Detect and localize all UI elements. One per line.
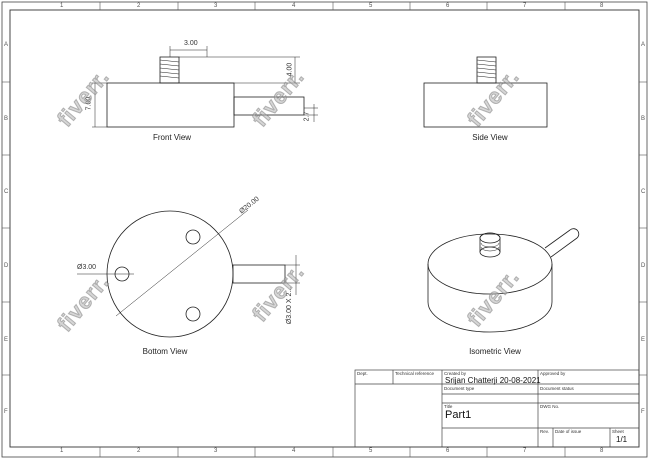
- zone-row-b-right: B: [641, 116, 646, 122]
- zone-col-8: 8: [600, 3, 604, 9]
- zone-row-c: C: [4, 189, 9, 195]
- tb-document-type-label: Document type: [444, 386, 475, 391]
- zone-row-e-right: E: [641, 337, 646, 343]
- zone-row-a-right: A: [641, 42, 646, 48]
- front-view-label: Front View: [152, 133, 192, 142]
- zone-col-3-bottom: 3: [214, 448, 218, 454]
- zone-col-7: 7: [523, 3, 527, 9]
- dim-bottom-hole: Ø3.00: [77, 264, 97, 271]
- zone-row-d-right: D: [641, 263, 646, 269]
- zone-row-e: E: [4, 337, 9, 343]
- bottom-view-label: Bottom View: [142, 347, 188, 356]
- zone-col-4: 4: [292, 3, 296, 9]
- zone-ticks: [2, 2, 647, 457]
- zone-col-5-bottom: 5: [369, 448, 373, 454]
- tb-dept-label: Dept.: [357, 371, 368, 376]
- tb-rev-label: Rev.: [540, 429, 549, 434]
- zone-col-2: 2: [137, 3, 141, 9]
- title-block-frame: [354, 369, 640, 448]
- tb-date-of-issue-label: Date of issue: [555, 429, 582, 434]
- front-view-geometry: [92, 46, 318, 128]
- inner-border: [9, 9, 640, 448]
- tb-created-by-label: Created by: [444, 371, 467, 376]
- zone-row-a: A: [4, 42, 9, 48]
- isometric-view-label: Isometric View: [469, 347, 521, 356]
- tb-dwg-no-label: DWG No.: [540, 404, 560, 409]
- zone-col-4-bottom: 4: [292, 448, 296, 454]
- side-view-label: Side View: [472, 133, 508, 142]
- zone-row-d: D: [4, 263, 9, 269]
- zone-col-6: 6: [446, 3, 450, 9]
- tb-title-value: Part1: [445, 409, 472, 421]
- zone-row-f: F: [4, 409, 8, 415]
- zone-col-6-bottom: 6: [446, 448, 450, 454]
- tb-approved-by-label: Approved by: [540, 371, 566, 376]
- tb-sheet-label: Sheet: [612, 429, 624, 434]
- zone-col-5: 5: [369, 3, 373, 9]
- tb-technical-reference-label: Technical reference: [395, 371, 435, 376]
- tb-sheet-value: 1/1: [616, 435, 628, 444]
- tb-document-status-label: Document status: [540, 386, 574, 391]
- zone-col-7-bottom: 7: [523, 448, 527, 454]
- side-view-geometry: [423, 56, 548, 128]
- tb-title-label: Title: [444, 404, 453, 409]
- zone-row-f-right: F: [641, 409, 645, 415]
- dim-front-top-width: 3.00: [184, 40, 198, 47]
- zone-col-3: 3: [214, 3, 218, 9]
- bottom-view-geometry: [77, 209, 300, 338]
- zone-col-2-bottom: 2: [137, 448, 141, 454]
- zone-col-1-bottom: 1: [60, 448, 64, 454]
- tb-created-by-value: Srijan Chatterji 20-08-2021: [445, 376, 541, 385]
- zone-row-b: B: [4, 116, 9, 122]
- zone-row-c-right: C: [641, 189, 646, 195]
- dim-front-pin-height: 2.7: [303, 111, 311, 122]
- zone-col-8-bottom: 8: [600, 448, 604, 454]
- isometric-view-geometry: [427, 228, 580, 333]
- zone-col-1: 1: [60, 3, 64, 9]
